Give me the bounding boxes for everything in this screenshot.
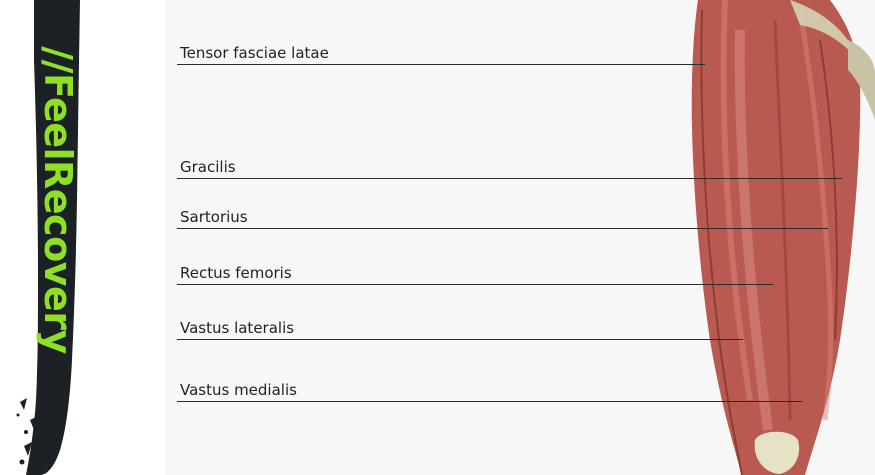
label-vastus-medialis: Vastus medialis [180,381,297,399]
label-sartorius: Sartorius [180,208,248,226]
brand-band: //FeelRecovery [0,0,165,475]
leader-line-vastus-medialis [177,401,802,402]
leader-line-rectus-femoris [177,284,773,285]
label-rectus-femoris: Rectus femoris [180,264,292,282]
leader-line-sartorius [177,228,828,229]
thigh-muscle-illustration [691,0,875,475]
label-vastus-lateralis: Vastus lateralis [180,319,295,337]
brush-stroke-graphic [16,0,80,475]
leader-line-vastus-lateralis [177,339,743,340]
leader-line-tensor-fasciae-latae [177,64,705,65]
leader-line-gracilis [177,178,842,179]
label-tensor-fasciae-latae: Tensor fasciae latae [180,44,329,62]
brand-logo-text: //FeelRecovery [36,46,80,354]
label-gracilis: Gracilis [180,158,236,176]
